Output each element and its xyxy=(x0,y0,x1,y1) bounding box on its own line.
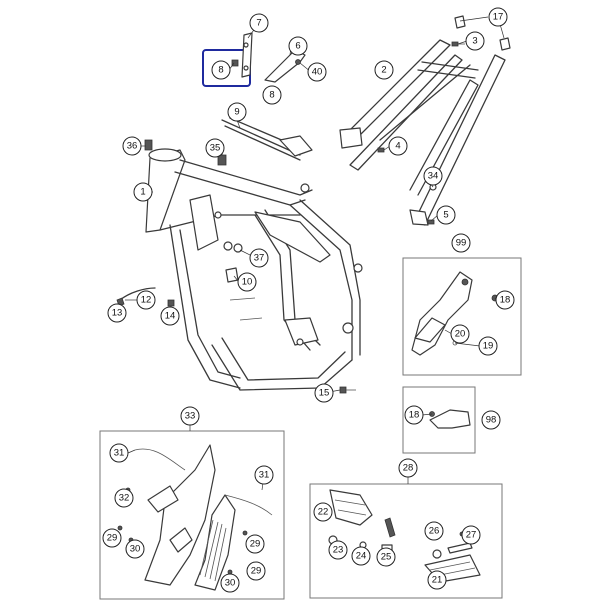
callout-27: 27 xyxy=(461,525,481,545)
svg-text:35: 35 xyxy=(210,143,221,154)
callout-4: 4 xyxy=(388,136,408,156)
kit-28-parts xyxy=(328,489,481,583)
callout-13: 13 xyxy=(107,303,127,323)
kit-33-parts xyxy=(117,444,273,591)
svg-text:24: 24 xyxy=(356,551,367,562)
box-kit-28 xyxy=(309,483,503,599)
callout-2: 2 xyxy=(374,60,394,80)
kit-98-parts xyxy=(429,409,471,429)
callout-37: 37 xyxy=(249,248,269,268)
callout-22: 22 xyxy=(313,502,333,522)
box-kit-99 xyxy=(402,257,522,376)
callout-21: 21 xyxy=(427,570,447,590)
svg-text:29: 29 xyxy=(251,566,262,577)
svg-text:27: 27 xyxy=(466,530,477,541)
callout-34: 34 xyxy=(423,166,443,186)
box-kit-33 xyxy=(99,430,285,600)
callout-29-right: 29 xyxy=(245,534,265,554)
svg-text:98: 98 xyxy=(486,415,497,426)
svg-text:12: 12 xyxy=(141,295,152,306)
svg-text:25: 25 xyxy=(381,552,392,563)
callout-14: 14 xyxy=(160,306,180,326)
svg-text:17: 17 xyxy=(493,12,504,23)
svg-text:13: 13 xyxy=(112,308,123,319)
svg-text:8: 8 xyxy=(269,90,274,101)
svg-text:23: 23 xyxy=(333,545,344,556)
svg-text:4: 4 xyxy=(395,141,400,152)
callout-8-highlighted: 8 xyxy=(211,60,231,80)
svg-text:33: 33 xyxy=(185,411,196,422)
callout-35: 35 xyxy=(205,138,225,158)
callout-26: 26 xyxy=(424,521,444,541)
callout-99: 99 xyxy=(451,233,471,253)
callout-30-bottom: 30 xyxy=(220,573,240,593)
svg-text:2: 2 xyxy=(381,65,386,76)
callout-3: 3 xyxy=(465,31,485,51)
svg-text:99: 99 xyxy=(456,238,467,249)
svg-text:37: 37 xyxy=(254,253,265,264)
callout-40: 40 xyxy=(307,62,327,82)
callout-15: 15 xyxy=(314,383,334,403)
svg-text:29: 29 xyxy=(107,533,118,544)
callout-36: 36 xyxy=(122,136,142,156)
callout-29-bottom: 29 xyxy=(246,561,266,581)
callout-23: 23 xyxy=(328,540,348,560)
callout-17: 17 xyxy=(488,7,508,27)
callout-12: 12 xyxy=(136,290,156,310)
svg-text:40: 40 xyxy=(312,67,323,78)
svg-text:18: 18 xyxy=(409,410,420,421)
callout-9: 9 xyxy=(227,102,247,122)
main-frame xyxy=(145,148,363,391)
callout-28: 28 xyxy=(398,458,418,478)
callout-29-left: 29 xyxy=(102,528,122,548)
svg-text:15: 15 xyxy=(319,388,330,399)
callout-10: 10 xyxy=(237,272,257,292)
callout-7: 7 xyxy=(249,13,269,33)
svg-text:10: 10 xyxy=(242,277,253,288)
svg-text:8: 8 xyxy=(218,65,223,76)
callout-8: 8 xyxy=(262,85,282,105)
callout-98: 98 xyxy=(481,410,501,430)
svg-text:6: 6 xyxy=(295,41,300,52)
svg-text:9: 9 xyxy=(234,107,239,118)
svg-text:30: 30 xyxy=(130,544,141,555)
callout-6: 6 xyxy=(288,36,308,56)
svg-text:31: 31 xyxy=(259,470,270,481)
svg-text:29: 29 xyxy=(250,539,261,550)
svg-text:28: 28 xyxy=(403,463,414,474)
svg-text:30: 30 xyxy=(225,578,236,589)
svg-text:14: 14 xyxy=(165,311,176,322)
callout-20: 20 xyxy=(450,324,470,344)
hardware-parts xyxy=(116,15,511,394)
callout-30-left: 30 xyxy=(125,539,145,559)
svg-text:5: 5 xyxy=(443,210,448,221)
callout-24: 24 xyxy=(351,546,371,566)
svg-text:3: 3 xyxy=(472,36,477,47)
box-kit-98 xyxy=(402,386,476,454)
callout-5: 5 xyxy=(436,205,456,225)
callout-25: 25 xyxy=(376,547,396,567)
callout-31-left: 31 xyxy=(109,443,129,463)
callout-19: 19 xyxy=(478,336,498,356)
callout-18-kit99: 18 xyxy=(495,290,515,310)
svg-text:20: 20 xyxy=(455,329,466,340)
svg-text:22: 22 xyxy=(318,507,329,518)
callout-18-kit98: 18 xyxy=(404,405,424,425)
svg-text:32: 32 xyxy=(119,493,130,504)
svg-text:31: 31 xyxy=(114,448,125,459)
svg-text:36: 36 xyxy=(127,141,138,152)
svg-text:19: 19 xyxy=(483,341,494,352)
subframe xyxy=(339,39,506,226)
svg-text:21: 21 xyxy=(432,575,443,586)
svg-text:7: 7 xyxy=(256,18,261,29)
svg-text:1: 1 xyxy=(140,187,145,198)
callout-1: 1 xyxy=(133,182,153,202)
callout-32: 32 xyxy=(114,488,134,508)
svg-text:34: 34 xyxy=(428,171,439,182)
svg-text:26: 26 xyxy=(429,526,440,537)
callout-33: 33 xyxy=(180,406,200,426)
svg-text:18: 18 xyxy=(500,295,511,306)
callout-31-right: 31 xyxy=(254,465,274,485)
